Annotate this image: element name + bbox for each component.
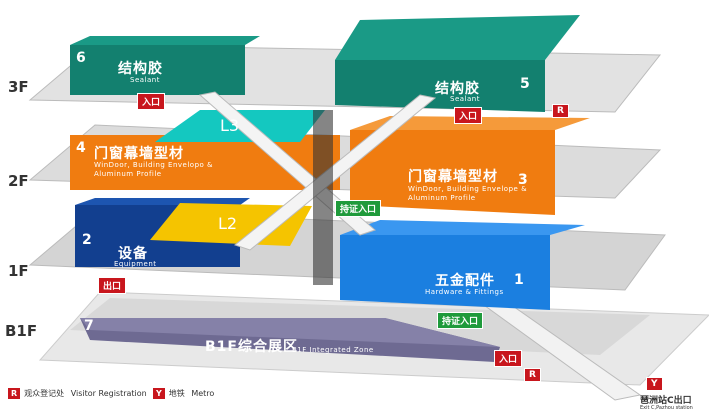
hall-2-name[interactable]: 设备 bbox=[118, 246, 148, 262]
entrance-tag: 入口 bbox=[137, 93, 166, 110]
entrance-tag: 入口 bbox=[454, 107, 483, 124]
hall-4-number: 4 bbox=[76, 140, 86, 156]
registration-icon: R bbox=[524, 368, 541, 382]
hall-5-number: 5 bbox=[520, 76, 530, 92]
hall-1-top bbox=[340, 220, 585, 235]
metro-exit-label: 琶洲站C出口 bbox=[640, 396, 692, 406]
hall-4-name-en-1: WinDoor, Building Envelopo & bbox=[94, 161, 213, 169]
hall-5-name-en: Sealant bbox=[450, 95, 480, 103]
exit-tag: 出口 bbox=[98, 277, 127, 294]
mezzanine-l2 bbox=[150, 203, 312, 246]
hall-1-number: 1 bbox=[514, 272, 524, 288]
escalator bbox=[233, 94, 437, 251]
metro-exit-label-en: Exit C,Pazhou station bbox=[640, 405, 693, 411]
legend-label: 观众登记处 bbox=[24, 389, 65, 398]
hall-2-number: 2 bbox=[82, 232, 92, 248]
hall-3-name-en-1: WinDoor, Building Envelope & bbox=[408, 185, 528, 193]
registration-icon: R bbox=[552, 104, 569, 118]
floor-label-1f: 1F bbox=[8, 262, 29, 280]
hall-4-name[interactable]: 门窗幕墙型材 bbox=[94, 146, 184, 162]
metro-icon: Y bbox=[153, 388, 165, 399]
legend-label-en: Visitor Registration bbox=[70, 389, 147, 398]
hall-3-block bbox=[350, 130, 555, 215]
hall-5-top bbox=[335, 15, 580, 60]
hall-7-name-en: B1F Integrated Zone bbox=[292, 346, 374, 354]
hall-3-number: 3 bbox=[518, 172, 528, 188]
floor-label-3f: 3F bbox=[8, 78, 29, 96]
hall-1-name[interactable]: 五金配件 bbox=[435, 273, 495, 289]
hall-7-number: 7 bbox=[84, 318, 94, 334]
hall-6-block bbox=[70, 45, 245, 95]
floor-label-2f: 2F bbox=[8, 172, 29, 190]
hall-7-top bbox=[80, 318, 500, 347]
hall-6-name-en: Sealant bbox=[130, 76, 160, 84]
entrance-tag: 入口 bbox=[494, 350, 523, 367]
legend-label-en: Metro bbox=[191, 389, 215, 398]
hall-6-name[interactable]: 结构胶 bbox=[118, 61, 163, 77]
mezzanine-l3-label[interactable]: L3 bbox=[220, 116, 240, 135]
hall-1-name-en: Hardware & Fittings bbox=[425, 288, 504, 296]
hall-2-top bbox=[75, 198, 250, 205]
hall-4-name-en-2: Aluminum Profile bbox=[94, 170, 162, 178]
legend-label: 地铁 bbox=[168, 389, 185, 398]
hall-5-name[interactable]: 结构胶 bbox=[435, 81, 480, 97]
hall-5-block bbox=[335, 60, 545, 112]
hall-6-number: 6 bbox=[76, 50, 86, 66]
hall-1-block bbox=[340, 235, 550, 310]
metro-icon: Y bbox=[646, 377, 663, 391]
hall-3-name-en-2: Aluminum Profile bbox=[408, 194, 476, 202]
badge-entrance-tag: 持证入口 bbox=[335, 200, 382, 217]
hall-6-top bbox=[70, 36, 260, 45]
elevator-shaft bbox=[313, 110, 333, 285]
floor-label-b1f: B1F bbox=[5, 322, 38, 340]
hall-3-name[interactable]: 门窗幕墙型材 bbox=[408, 169, 498, 185]
hall-7-name[interactable]: B1F综合展区 bbox=[205, 339, 298, 355]
hall-2-name-en: Equipment bbox=[114, 260, 157, 268]
mezzanine-l2-label[interactable]: L2 bbox=[218, 214, 238, 233]
registration-icon: R bbox=[8, 388, 21, 399]
badge-entrance-tag: 持证入口 bbox=[437, 312, 484, 329]
